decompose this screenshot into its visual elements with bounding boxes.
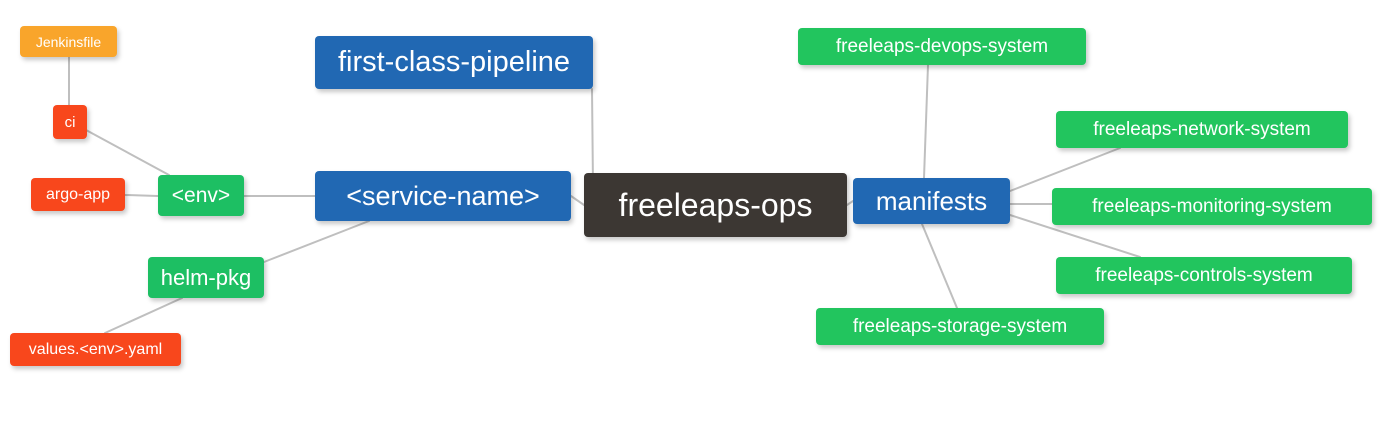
mindmap-node-first-class-pipeline[interactable]: first-class-pipeline — [315, 36, 593, 89]
mindmap-node-values-env-yaml[interactable]: values.<env>.yaml — [10, 333, 181, 366]
edge-env-to-ci — [85, 129, 170, 176]
edge-helm-pkg-to-values-env-yaml — [104, 297, 183, 334]
mindmap-node-freeleaps-devops-system[interactable]: freeleaps-devops-system — [798, 28, 1086, 65]
mindmap-node-argo-app[interactable]: argo-app — [31, 178, 125, 211]
mindmap-node-ci[interactable]: ci — [53, 105, 87, 139]
mindmap-node-label: helm-pkg — [160, 264, 252, 290]
edge-freeleaps-ops-to-first-class-pipeline — [591, 88, 594, 187]
mindmap-node-label: freeleaps-devops-system — [835, 36, 1049, 57]
edge-freeleaps-ops-to-service-name — [570, 195, 585, 206]
mindmap-node-freeleaps-network-system[interactable]: freeleaps-network-system — [1056, 111, 1348, 148]
mindmap-node-env[interactable]: <env> — [158, 175, 244, 216]
mindmap-node-label: freeleaps-storage-system — [852, 316, 1068, 337]
edge-manifests-to-freeleaps-storage-system — [921, 223, 958, 309]
mindmap-node-label: Jenkinsfile — [35, 33, 102, 50]
mindmap-node-jenkinsfile[interactable]: Jenkinsfile — [20, 26, 117, 57]
mindmap-node-label: argo-app — [45, 185, 111, 203]
mindmap-node-label: first-class-pipeline — [337, 46, 571, 78]
mindmap-node-label: ci — [64, 113, 76, 131]
mindmap-node-label: freeleaps-ops — [618, 187, 813, 223]
mindmap-node-freeleaps-controls-system[interactable]: freeleaps-controls-system — [1056, 257, 1352, 294]
mindmap-node-helm-pkg[interactable]: helm-pkg — [148, 257, 264, 298]
mindmap-node-freeleaps-ops[interactable]: freeleaps-ops — [584, 173, 847, 237]
mindmap-node-label: manifests — [875, 186, 988, 216]
mindmap-node-service-name[interactable]: <service-name> — [315, 171, 571, 221]
mindmap-node-label: <env> — [171, 184, 231, 207]
mindmap-node-label: freeleaps-monitoring-system — [1092, 196, 1332, 217]
mindmap-node-freeleaps-storage-system[interactable]: freeleaps-storage-system — [816, 308, 1104, 345]
edge-service-name-to-helm-pkg — [263, 220, 370, 263]
mindmap-node-label: freeleaps-network-system — [1093, 119, 1311, 140]
edge-manifests-to-freeleaps-network-system — [1009, 147, 1121, 192]
edge-manifests-to-freeleaps-devops-system — [923, 64, 929, 179]
mindmap-node-freeleaps-monitoring-system[interactable]: freeleaps-monitoring-system — [1052, 188, 1372, 225]
mindmap-node-manifests[interactable]: manifests — [853, 178, 1010, 224]
mindmap-node-label: values.<env>.yaml — [28, 340, 163, 358]
mindmap-node-label: freeleaps-controls-system — [1095, 265, 1313, 286]
mindmap-node-label: <service-name> — [346, 180, 540, 211]
edge-env-to-argo-app — [124, 194, 159, 197]
